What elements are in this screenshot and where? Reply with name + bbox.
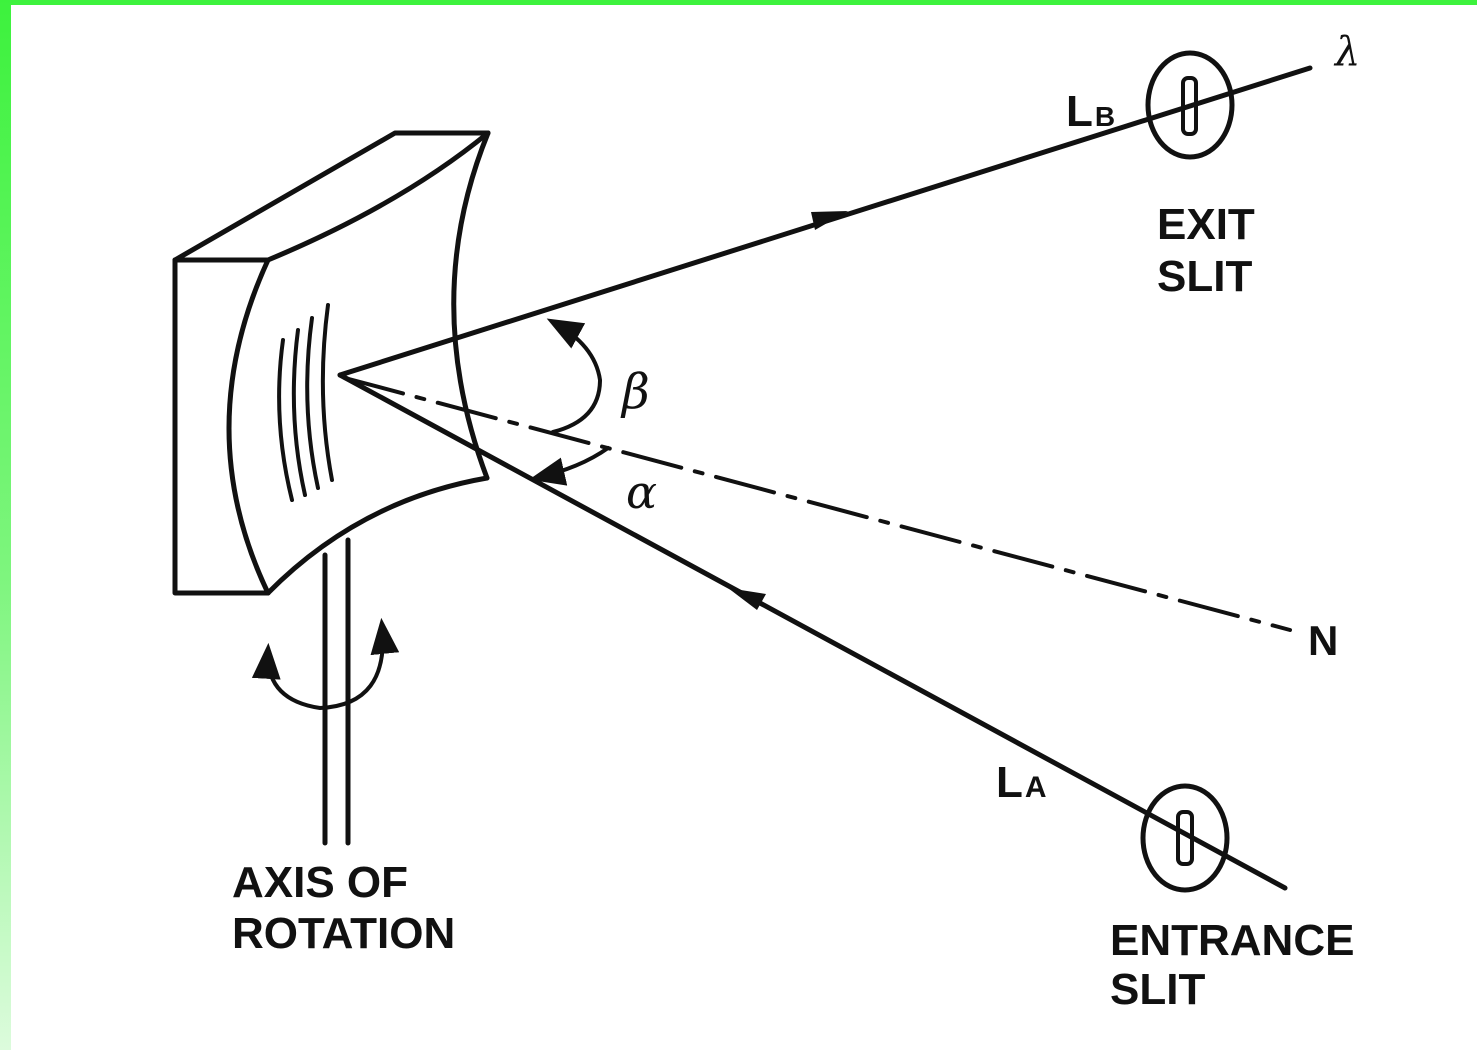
exit-slit-label-line1: EXIT [1157,200,1255,249]
beta-label: β [620,364,650,420]
rotation-arrow-icon [251,617,400,710]
exit-slit-label-line2: SLIT [1157,252,1252,301]
rotation-axis-shaft [322,537,351,846]
incident-ray [337,372,1288,891]
normal-label: N [1308,617,1338,664]
frame-top-border [0,0,1477,5]
la-label: LA [996,758,1047,807]
diffracted-ray-arrow-icon [811,211,848,230]
grating-grooves [277,303,334,502]
monochromator-diagram: λ LB EXIT SLIT β α N LA ENTRANCE SLIT AX… [172,29,1360,1014]
entrance-slit-label-line1: ENTRANCE [1110,916,1354,965]
axis-label-line1: AXIS OF [232,858,408,907]
axis-label-line2: ROTATION [232,909,455,958]
frame-left-border [0,0,11,1050]
la-sub: A [1025,771,1047,804]
beta-angle-arc [546,318,602,434]
alpha-angle-arc [528,446,610,486]
exit-slit [1145,50,1235,160]
entrance-slit-label-line2: SLIT [1110,965,1205,1014]
lambda-label: λ [1333,29,1360,75]
lb-main: L [1066,87,1093,136]
diffraction-grating [172,130,491,596]
incident-ray-arrow-icon [728,588,766,610]
lb-sub: B [1095,101,1115,132]
entrance-slit [1140,783,1230,893]
grating-normal [343,376,1292,632]
alpha-label: α [626,465,657,519]
la-main: L [996,758,1023,807]
lb-label: LB [1066,87,1115,136]
